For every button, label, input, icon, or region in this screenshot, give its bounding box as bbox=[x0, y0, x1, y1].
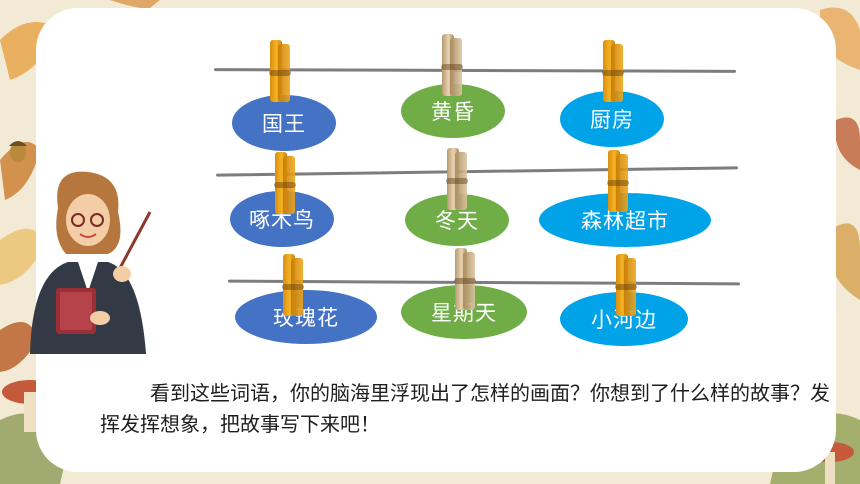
clothespin-icon bbox=[282, 254, 304, 316]
word-card: 玫瑰花 bbox=[235, 290, 377, 344]
acorn-icon bbox=[9, 141, 27, 162]
word-card: 国王 bbox=[232, 95, 336, 151]
clothespin-icon bbox=[454, 248, 476, 310]
writing-prompt: 看到这些词语，你的脑海里浮现出了怎样的画面？你想到了什么样的故事？发挥发挥想象，… bbox=[100, 381, 830, 436]
teacher-with-pointer-icon bbox=[30, 171, 152, 354]
clothespin-icon bbox=[441, 34, 463, 96]
clothespin-icon bbox=[615, 254, 637, 316]
clothespin-icon bbox=[602, 40, 624, 102]
clothespin-icon bbox=[269, 40, 291, 102]
clothespin-icon bbox=[607, 150, 629, 212]
clothespin-icon bbox=[446, 148, 468, 210]
clothespin-icon bbox=[274, 152, 296, 214]
